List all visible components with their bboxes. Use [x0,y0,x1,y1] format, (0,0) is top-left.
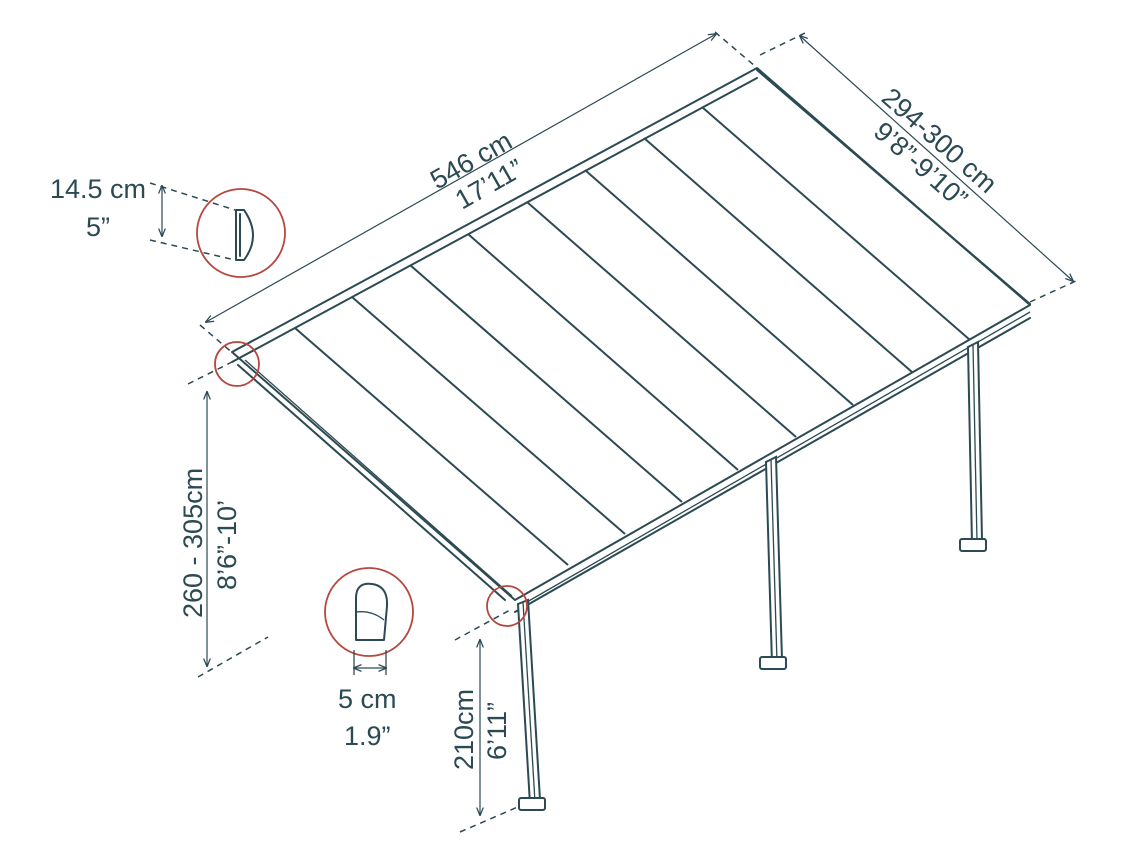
width-dimension: 294-300 cm 9’8”-9’10” [759,32,1079,303]
post-profile-ring [324,567,414,657]
front-height-dimension: 210cm 6’11” [449,609,521,833]
panel-divider [351,296,626,535]
post-profile-imperial-label: 1.9” [344,721,391,751]
post-profile-shape [355,582,389,641]
post-back-right [959,340,987,552]
posts [516,340,987,811]
panel-divider [294,327,569,566]
beam-profile-detail: 14.5 cm 5” [50,174,286,278]
beam-profile-metric-label: 14.5 cm [50,174,146,204]
wall-bracket-highlight-ring [214,341,260,387]
front-height-metric-label: 210cm [449,689,479,770]
post-middle [759,455,787,670]
beam-profile-ring [196,188,286,278]
beam-profile-shape [235,209,254,261]
left-side-rail [237,364,506,601]
beam-profile-imperial-label: 5” [86,212,110,242]
length-arrow [206,34,716,322]
front-height-imperial-label: 6’11” [482,702,512,760]
wall-beam [231,77,758,363]
back-height-imperial-label: 8’6”-10’ [212,500,242,590]
left-side-rail-edge [244,359,513,597]
post-profile-detail: 5 cm 1.9” [324,567,414,751]
front-corner-highlight-ring [486,585,528,627]
width-arrow [800,36,1073,281]
length-dimension: 546 cm 17’11” [199,31,763,356]
back-height-metric-label: 260 - 305cm [178,468,208,618]
post-profile-metric-label: 5 cm [338,684,397,714]
back-height-dimension: 260 - 305cm 8’6”-10’ [178,361,269,678]
post-front-left [516,598,546,811]
